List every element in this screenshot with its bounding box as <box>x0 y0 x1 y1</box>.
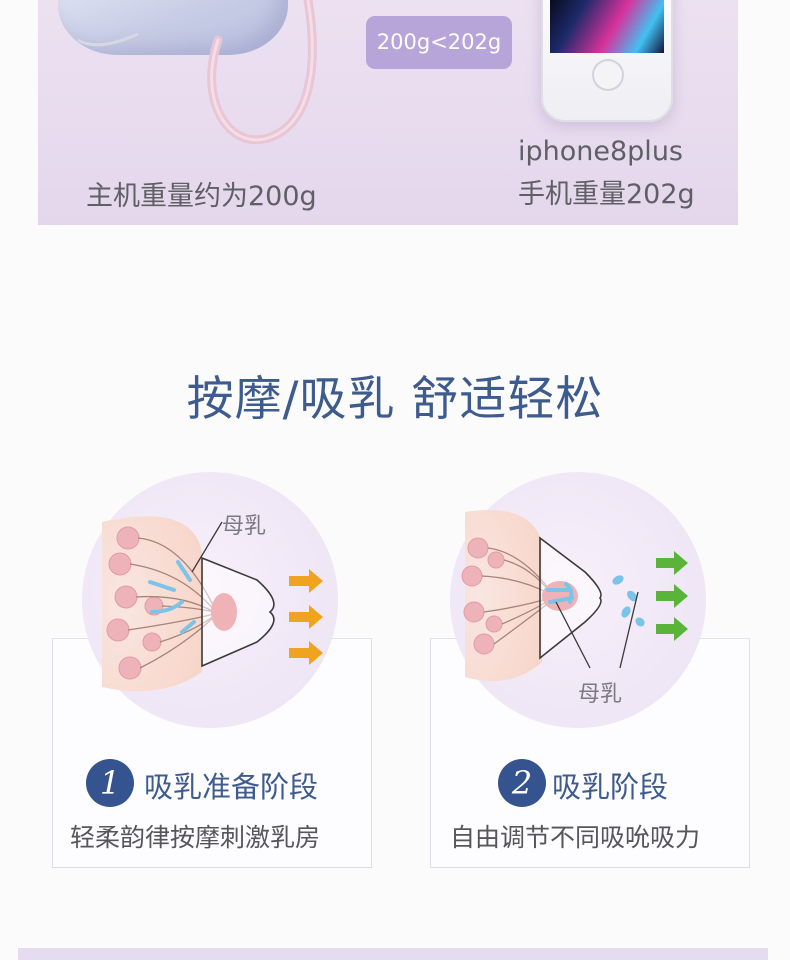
phone-weight-label: 手机重量202g <box>518 179 695 210</box>
stage-1-illustration <box>102 516 323 692</box>
suction-arrows-green <box>656 551 688 641</box>
stage-2-description: 自由调节不同吸吮吸力 <box>450 823 701 852</box>
milk-stream <box>546 582 574 604</box>
stage-1-number-badge: 1 <box>86 759 134 807</box>
stage-1-milk-label: 母乳 <box>222 514 267 539</box>
nipple-shape <box>211 593 237 631</box>
weight-comparison-banner: 200g<202g 主机重量约为200g iphone8plus 手机重量202… <box>38 0 738 225</box>
main-unit-weight-label: 主机重量约为200g <box>86 181 317 212</box>
phone-screen <box>550 0 664 53</box>
phone-model-label: iphone8plus <box>518 136 683 167</box>
milk-label-leader <box>191 521 223 573</box>
milk-drops <box>612 575 645 627</box>
stage-2-illustration <box>461 510 688 682</box>
suction-arrows-orange <box>289 569 323 665</box>
breast-tissue-shape <box>465 510 542 682</box>
phone-image <box>541 0 673 122</box>
section-heading: 按摩/吸乳 舒适轻松 <box>186 372 604 427</box>
milk-flow-arrows <box>148 560 196 634</box>
phone-home-button <box>594 61 622 89</box>
stage-2-title: 吸乳阶段 <box>552 770 669 804</box>
milk-glands <box>106 526 164 680</box>
stage-1-title: 吸乳准备阶段 <box>144 770 319 804</box>
milk-label-leaders <box>555 591 639 669</box>
weight-comparison-badge: 200g<202g <box>366 16 512 69</box>
stage-2-milk-label: 母乳 <box>578 682 623 707</box>
pump-flange <box>201 556 275 668</box>
pump-strap-image <box>77 0 317 145</box>
stage-1-description: 轻柔韵律按摩刺激乳房 <box>70 823 321 852</box>
next-section-band <box>18 948 768 960</box>
stage-2-number-badge: 2 <box>498 759 546 807</box>
milk-glands <box>461 537 505 655</box>
